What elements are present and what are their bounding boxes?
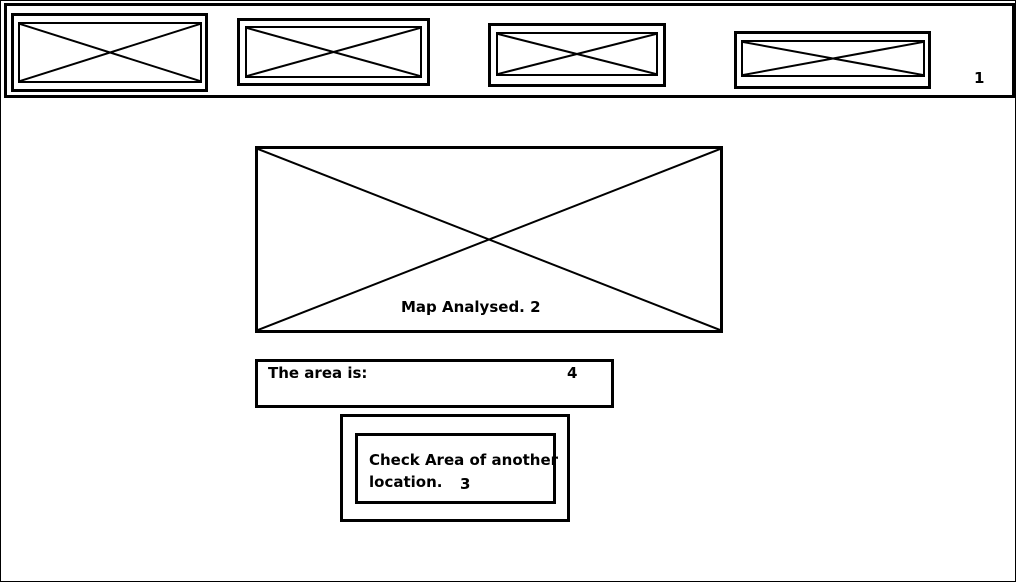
header-image-4 [741,40,925,77]
header-image-1 [18,22,202,83]
map-caption: Map Analysed. 2 [401,296,541,318]
map-image [255,146,723,333]
image-placeholder-icon [498,34,656,74]
area-result-annotation-number: 4 [567,364,578,382]
image-placeholder-icon [258,149,720,330]
header-image-2 [245,26,422,78]
header-image-2-frame[interactable] [237,18,430,86]
header-image-3 [496,32,658,76]
header-annotation-number: 1 [974,69,985,87]
check-another-location-label-line2: location. [369,473,443,491]
header-image-1-frame[interactable] [11,13,208,92]
area-result-box [255,359,614,408]
header-image-4-frame[interactable] [734,31,931,89]
image-placeholder-icon [247,28,420,76]
area-result-label: The area is: [268,364,368,382]
action-annotation-number: 3 [460,475,471,493]
header-image-3-frame[interactable] [488,23,666,87]
header-bar [4,3,1015,98]
map-annotation-number: 2 [530,298,541,316]
check-another-location-label-line1: Check Area of another [369,451,559,469]
check-another-location-button[interactable] [355,433,556,504]
image-placeholder-icon [743,42,923,75]
map-caption-text: Map Analysed. [401,298,525,316]
check-another-location-frame [340,414,570,522]
image-placeholder-icon [20,24,200,81]
